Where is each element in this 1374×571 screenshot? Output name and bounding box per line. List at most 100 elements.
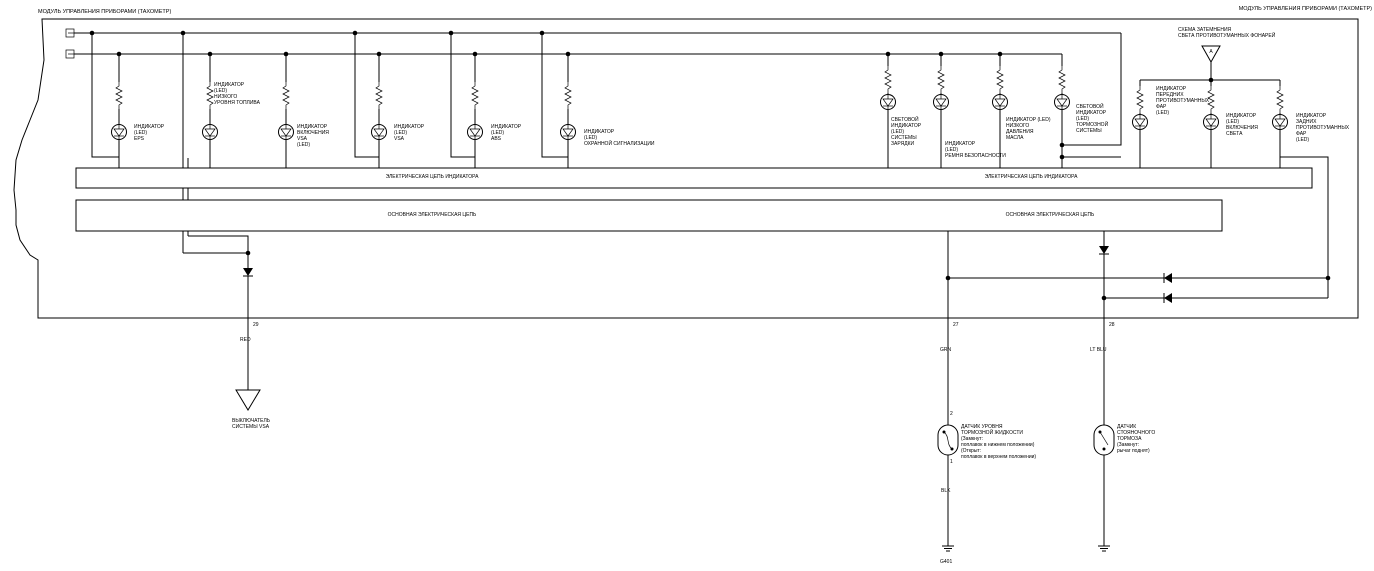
pin-27: 27	[953, 322, 959, 328]
brake-fluid-line1: ДАТЧИК УРОВНЯ	[961, 424, 1003, 430]
output-wires	[247, 231, 1105, 425]
svg-text:ФАР: ФАР	[1296, 131, 1307, 137]
svg-text:РЕМНЯ БЕЗОПАСНОСТИ: РЕМНЯ БЕЗОПАСНОСТИ	[945, 153, 1006, 159]
svg-text:СИСТЕМЫ: СИСТЕМЫ	[891, 135, 917, 141]
svg-text:(LED): (LED)	[945, 147, 958, 153]
vsa-switch-line1: ВЫКЛЮЧАТЕЛЬ	[232, 418, 271, 424]
fog-return-wires	[945, 156, 1331, 301]
brake-fluid-line5: (Открыт:	[961, 448, 981, 454]
svg-text:ПРОТИВОТУМАННЫХ: ПРОТИВОТУМАННЫХ	[1296, 125, 1350, 131]
svg-text:ЗАДНИХ: ЗАДНИХ	[1296, 119, 1317, 125]
svg-text:ИНДИКАТОР: ИНДИКАТОР	[891, 123, 922, 129]
svg-text:(LED): (LED)	[1076, 116, 1089, 122]
brake-fluid-line4: поплавок в нижнем положении)	[961, 442, 1035, 448]
indicator-circuit-label-left: ЭЛЕКТРИЧЕСКАЯ ЦЕПЬ ИНДИКАТОРА	[386, 174, 480, 180]
sensor-pin-bottom: 1	[950, 459, 953, 465]
indicator-labels: ИНДИКАТОР (LED) EPS ИНДИКАТОР (LED) НИЗК…	[134, 82, 1350, 159]
dimmer-title-line1: СХЕМА ЗАТЕМНЕНИЯ	[1178, 27, 1232, 33]
svg-text:НИЗКОГО: НИЗКОГО	[1006, 123, 1029, 129]
brake-system-label: СВЕТОВОЙ	[1076, 102, 1104, 110]
input-connector-bottom	[65, 49, 75, 59]
svg-text:ПЕРЕДНИХ: ПЕРЕДНИХ	[1156, 92, 1184, 98]
svg-text:VSA: VSA	[394, 136, 405, 142]
svg-text:(LED): (LED)	[891, 129, 904, 135]
wire-blk: BLK	[941, 488, 951, 494]
eps-label: ИНДИКАТОР	[134, 124, 165, 130]
parking-brake-switch: 28 LT BLU ДАТЧИК СТОЯНОЧНОГО ТОРМОЗА (За…	[1090, 322, 1155, 552]
indicator-circuit-label-right: ЭЛЕКТРИЧЕСКАЯ ЦЕПЬ ИНДИКАТОРА	[985, 174, 1079, 180]
parking-brake-line1: ДАТЧИК	[1117, 424, 1136, 430]
vsa-label: ИНДИКАТОР	[394, 124, 425, 130]
bus-junctions	[89, 30, 1003, 57]
seatbelt-label: ИНДИКАТОР	[945, 141, 976, 147]
svg-text:ПРОТИВОТУМАННЫХ: ПРОТИВОТУМАННЫХ	[1156, 98, 1210, 104]
svg-text:(LED): (LED)	[1156, 110, 1169, 116]
wire-lt-blu: LT BLU	[1090, 347, 1107, 353]
fuel-label: ИНДИКАТОР	[214, 82, 245, 88]
svg-text:ИНДИКАТОР: ИНДИКАТОР	[1076, 110, 1107, 116]
svg-text:ДАВЛЕНИЯ: ДАВЛЕНИЯ	[1006, 129, 1034, 135]
lights-on-label: ИНДИКАТОР	[1226, 113, 1257, 119]
ground-g401: G401	[940, 559, 952, 565]
dimmer-connector-label: A	[1209, 49, 1213, 55]
svg-text:(LED): (LED)	[134, 130, 147, 136]
vsa-on-label: ИНДИКАТОР	[297, 124, 328, 130]
wire-grn: GRN	[940, 347, 952, 353]
parking-brake-line2: СТОЯНОЧНОГО	[1117, 430, 1155, 436]
return-wires	[91, 33, 568, 158]
supply-bus-a-return	[1060, 33, 1122, 146]
fog-dimmer-circuit: СХЕМА ЗАТЕМНЕНИЯ СВЕТА ПРОТИВОТУМАННЫХ Ф…	[1140, 27, 1280, 83]
svg-text:(LED): (LED)	[1296, 137, 1309, 143]
parking-brake-line4: (Замкнут:	[1117, 442, 1139, 448]
vsa-switch-output: 29 RED ВЫКЛЮЧАТЕЛЬ СИСТЕМЫ VSA	[232, 322, 271, 430]
svg-text:ВКЛЮЧЕНИЯ: ВКЛЮЧЕНИЯ	[297, 130, 329, 136]
led-circuits	[111, 54, 1288, 168]
abs-label: ИНДИКАТОР	[491, 124, 522, 130]
main-circuit-bus: ОСНОВНАЯ ЭЛЕКТРИЧЕСКАЯ ЦЕПЬ ОСНОВНАЯ ЭЛЕ…	[75, 199, 1223, 232]
svg-text:ЗАРЯДКИ: ЗАРЯДКИ	[891, 141, 914, 147]
svg-text:(LED): (LED)	[584, 135, 597, 141]
svg-text:ОХРАННОЙ СИГНАЛИЗАЦИИ: ОХРАННОЙ СИГНАЛИЗАЦИИ	[584, 139, 655, 147]
svg-text:VSA: VSA	[297, 136, 308, 142]
brake-fluid-line3: (Замкнут:	[961, 436, 983, 442]
left-header-title: МОДУЛЬ УПРАВЛЕНИЯ ПРИБОРАМИ (ТАХОМЕТР)	[38, 9, 171, 15]
svg-text:(LED): (LED)	[214, 88, 227, 94]
front-fog-label: ИНДИКАТОР	[1156, 86, 1187, 92]
parking-brake-line3: ТОРМОЗА	[1117, 436, 1142, 442]
main-circuit-label-left: ОСНОВНАЯ ЭЛЕКТРИЧЕСКАЯ ЦЕПЬ	[388, 212, 477, 218]
svg-text:НИЗКОГО: НИЗКОГО	[214, 94, 237, 100]
brake-fluid-line6: поплавок в верхнем положении)	[961, 454, 1036, 460]
svg-text:(LED): (LED)	[1226, 119, 1239, 125]
svg-text:СВЕТА: СВЕТА	[1226, 131, 1243, 137]
svg-text:(LED): (LED)	[491, 130, 504, 136]
parking-brake-line5: рычаг поднят)	[1117, 448, 1150, 454]
alarm-label: ИНДИКАТОР	[584, 129, 615, 135]
svg-text:ABS: ABS	[491, 136, 502, 142]
diodes	[243, 246, 1172, 303]
dimmer-title-line2: СВЕТА ПРОТИВОТУМАННЫХ ФОНАРЕЙ	[1178, 31, 1276, 39]
vsa-switch-line2: СИСТЕМЫ VSA	[232, 424, 270, 430]
module-outline	[13, 18, 1359, 319]
rear-fog-label: ИНДИКАТОР	[1296, 113, 1327, 119]
wire-red: RED	[240, 337, 251, 343]
right-header-title: МОДУЛЬ УПРАВЛЕНИЯ ПРИБОРАМИ (ТАХОМЕТР)	[1239, 6, 1372, 12]
input-connector-top	[65, 28, 75, 38]
svg-text:ФАР: ФАР	[1156, 104, 1167, 110]
charge-label: СВЕТОВОЙ	[891, 115, 919, 123]
brake-fluid-sensor: 27 GRN 2 1 BLK G401 ДАТЧИК УРОВНЯ ТОРМОЗ…	[937, 322, 1036, 565]
main-circuit-label-right: ОСНОВНАЯ ЭЛЕКТРИЧЕСКАЯ ЦЕПЬ	[1006, 212, 1095, 218]
svg-text:(LED): (LED)	[297, 142, 310, 148]
pass-through-wires	[182, 33, 251, 256]
sensor-pin-top: 2	[950, 411, 953, 417]
svg-text:МАСЛА: МАСЛА	[1006, 135, 1024, 141]
svg-text:ВКЛЮЧЕНИЯ: ВКЛЮЧЕНИЯ	[1226, 125, 1258, 131]
svg-text:(LED): (LED)	[394, 130, 407, 136]
svg-text:УРОВНЯ ТОПЛИВА: УРОВНЯ ТОПЛИВА	[214, 100, 261, 106]
oil-label: ИНДИКАТОР (LED)	[1006, 117, 1051, 123]
svg-text:СИСТЕМЫ: СИСТЕМЫ	[1076, 128, 1102, 134]
brake-fluid-line2: ТОРМОЗНОЙ ЖИДКОСТИ	[961, 428, 1023, 436]
pin-28: 28	[1109, 322, 1115, 328]
brake-junctions	[1059, 142, 1121, 160]
svg-text:EPS: EPS	[134, 136, 145, 142]
